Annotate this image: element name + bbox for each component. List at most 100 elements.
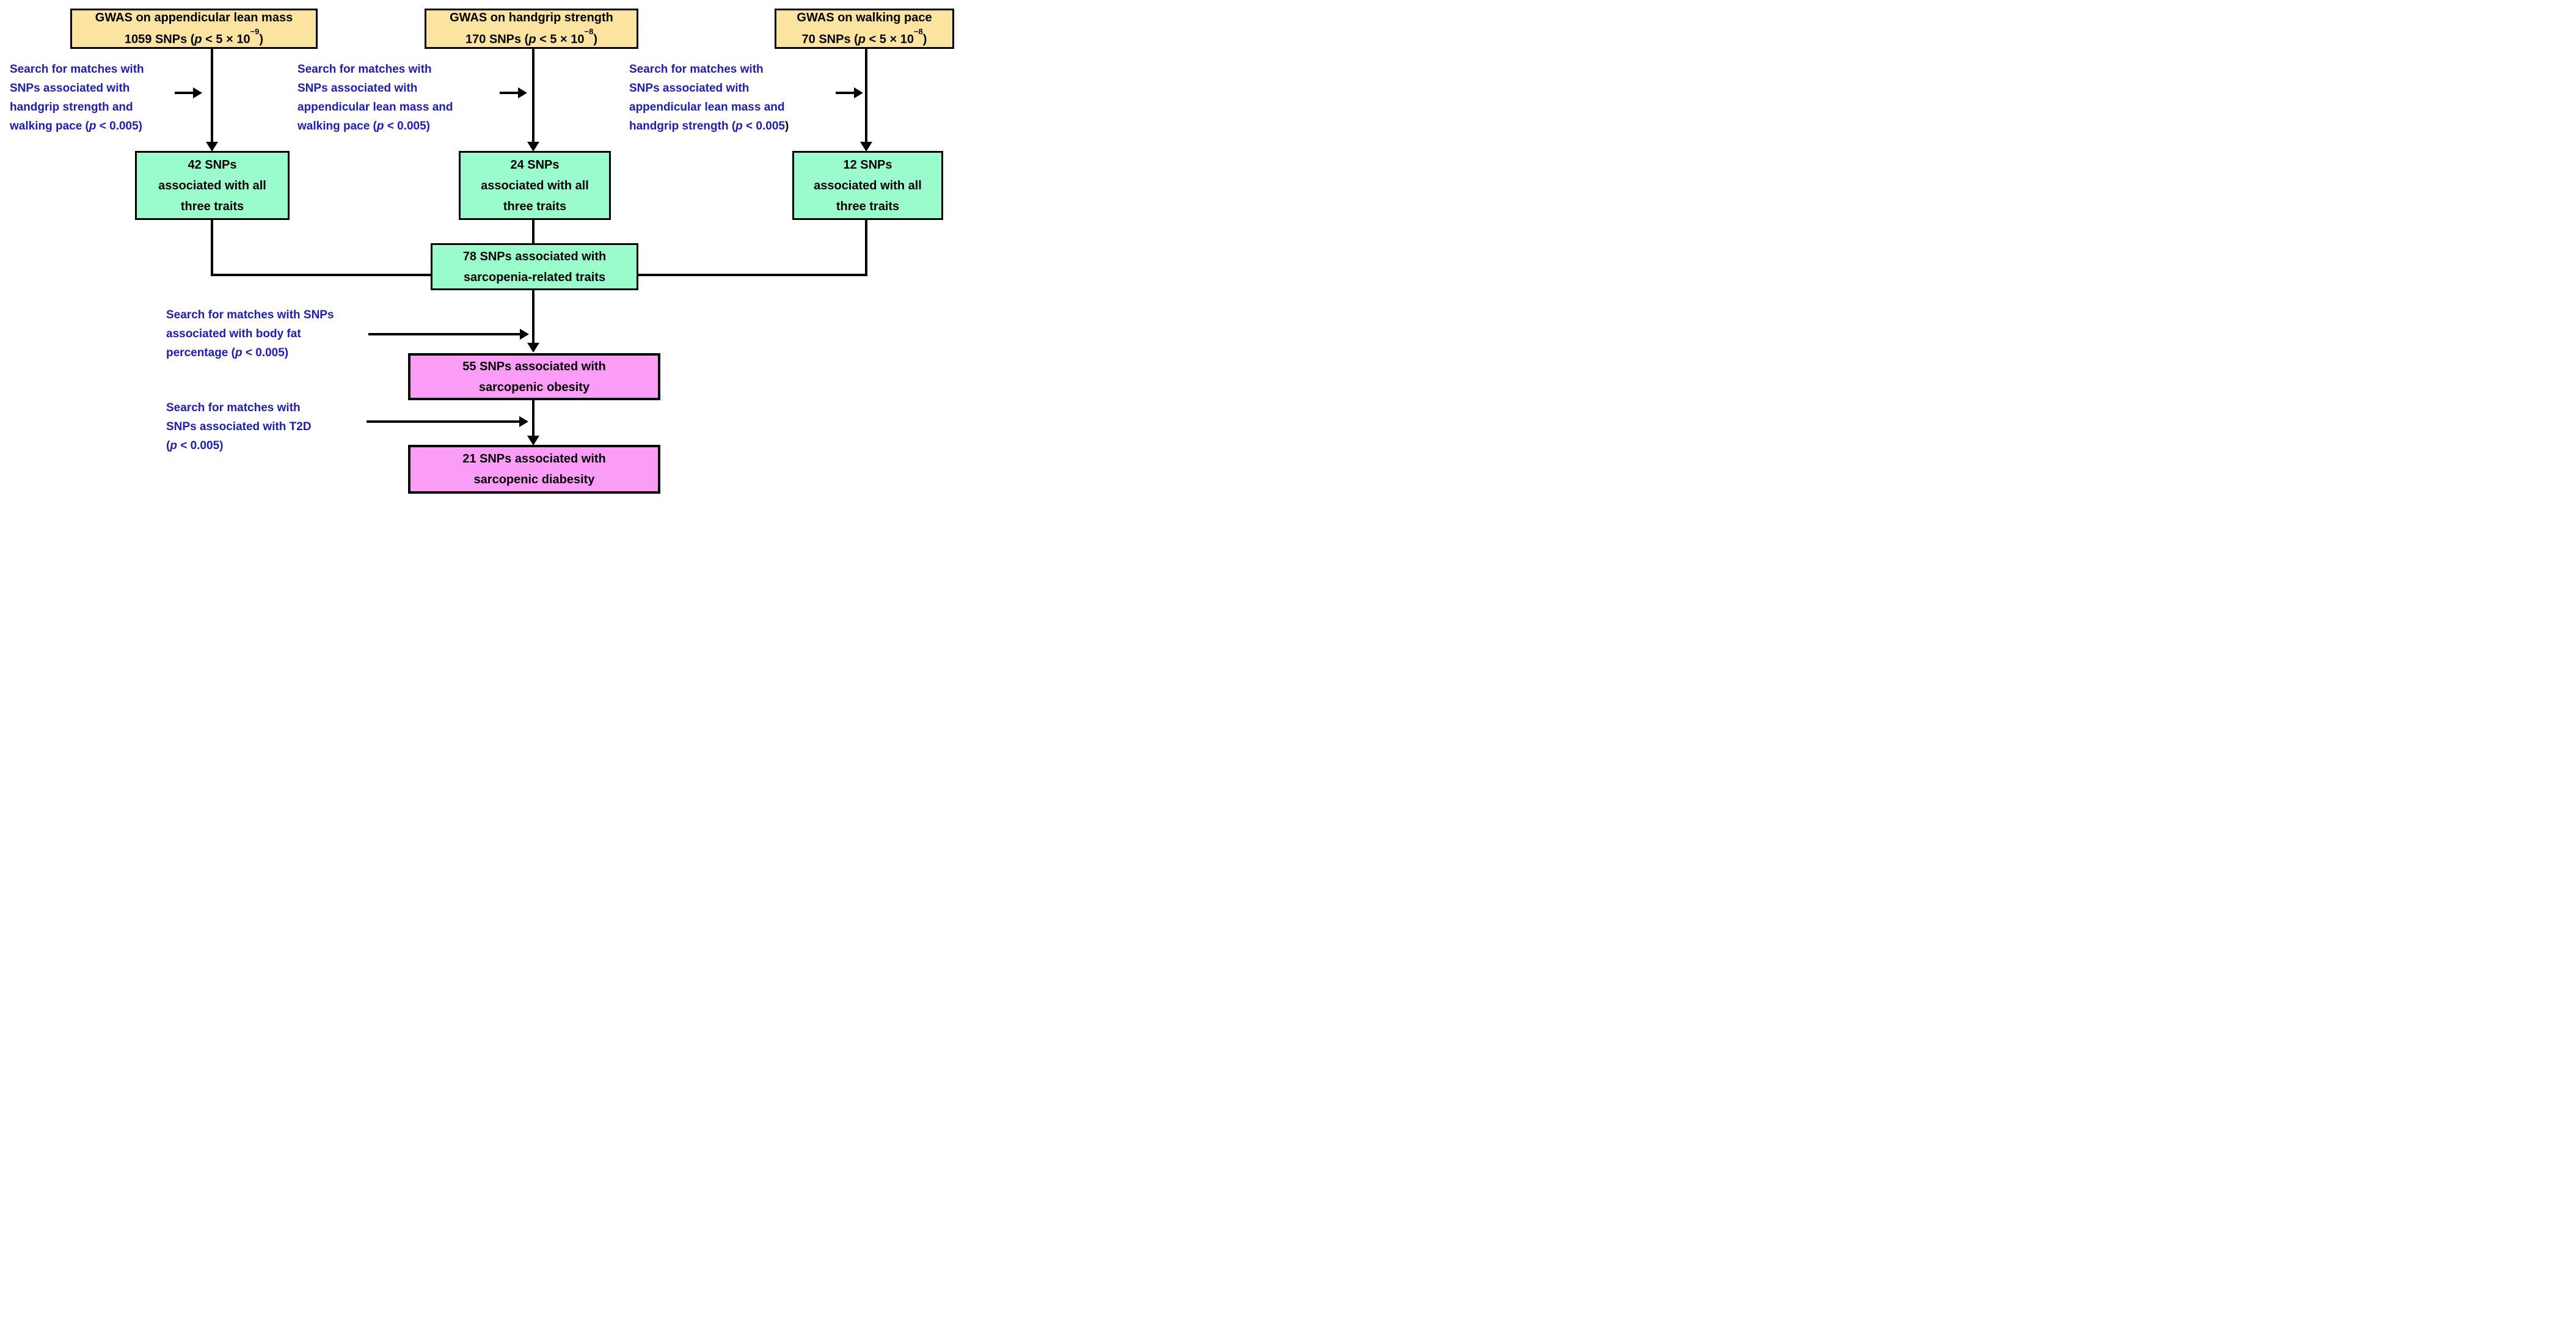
text-run: < 5 × 10	[536, 32, 585, 46]
exponent: −8	[584, 27, 594, 37]
snps-55-box: 55 SNPs associated with sarcopenic obesi…	[408, 353, 660, 400]
arrow-line-alm-down	[211, 49, 213, 143]
note-line: associated with body fat	[166, 328, 301, 340]
snps-12-box: 12 SNPs associated with all three traits	[792, 151, 943, 220]
gwas-walking-pace-box: GWAS on walking pace 70 SNPs (p < 5 × 10…	[775, 9, 954, 49]
p-symbol: p	[235, 346, 243, 359]
elbow-left-vertical	[211, 220, 213, 276]
arrowhead-right-icon	[193, 87, 202, 98]
arrow-line-hgs-down	[532, 49, 535, 143]
text-run: < 5 × 10	[866, 32, 914, 46]
arrow-line-55-to-21	[532, 400, 535, 437]
snps-24-box: 24 SNPs associated with all three traits	[459, 151, 611, 220]
box-line: associated with all	[481, 178, 589, 192]
text-run: < 0.005)	[96, 120, 143, 133]
p-symbol: p	[735, 120, 743, 133]
arrowhead-down-icon	[527, 343, 539, 353]
text-run: 170 SNPs (	[465, 32, 529, 46]
text-run: < 0.005	[742, 120, 785, 133]
arrowhead-right-icon	[519, 416, 528, 427]
arrowhead-down-icon	[206, 142, 218, 152]
box-line: 55 SNPs associated with	[462, 359, 606, 373]
text-run: )	[259, 32, 264, 46]
p-symbol: p	[170, 439, 177, 452]
note-match-handgrip-walking: Search for matches with SNPs associated …	[10, 60, 144, 136]
text-run: )	[922, 32, 927, 46]
note-line: walking pace (p < 0.005)	[10, 117, 144, 136]
note-line: Search for matches with	[629, 63, 764, 76]
note-arrow-line-2	[500, 92, 518, 94]
snps-78-box: 78 SNPs associated with sarcopenia-relat…	[431, 243, 638, 290]
box-line: 42 SNPs	[188, 158, 237, 172]
box-line: sarcopenic diabesity	[473, 473, 595, 486]
gwas-wp-title: GWAS on walking pace	[797, 11, 932, 25]
gwas-handgrip-strength-box: GWAS on handgrip strength 170 SNPs (p < …	[425, 9, 638, 49]
note-match-alm-walking: Search for matches with SNPs associated …	[297, 60, 453, 136]
p-symbol: p	[528, 32, 536, 46]
note-arrow-line-t2d	[367, 420, 519, 423]
box-line: three traits	[503, 199, 567, 213]
note-arrow-line-body-fat	[368, 333, 520, 335]
text-run: (	[166, 439, 170, 452]
note-line: SNPs associated with	[297, 82, 418, 95]
box-line: associated with all	[158, 178, 266, 192]
text-run: walking pace (	[297, 120, 377, 133]
flowchart-canvas: GWAS on appendicular lean mass 1059 SNPs…	[0, 0, 958, 499]
arrowhead-down-icon	[527, 436, 539, 445]
arrowhead-down-icon	[860, 142, 872, 152]
arrowhead-right-icon	[520, 329, 529, 340]
box-line: 24 SNPs	[510, 158, 560, 172]
gwas-hgs-title: GWAS on handgrip strength	[450, 11, 613, 25]
gwas-wp-snp-count: 70 SNPs (p < 5 × 10−8)	[802, 27, 927, 49]
text-run: )	[784, 120, 789, 133]
p-symbol: p	[194, 32, 202, 46]
exponent: −8	[913, 27, 923, 37]
text-run: percentage (	[166, 346, 235, 359]
note-line: walking pace (p < 0.005)	[297, 117, 453, 136]
snps-21-box: 21 SNPs associated with sarcopenic diabe…	[408, 445, 660, 494]
box-line: three traits	[836, 199, 900, 213]
arrowhead-right-icon	[854, 87, 863, 98]
note-line: SNPs associated with	[10, 82, 130, 95]
note-arrow-line-3	[836, 92, 854, 94]
gwas-alm-title: GWAS on appendicular lean mass	[95, 11, 293, 25]
box-line: associated with all	[814, 178, 922, 192]
elbow-right-vertical	[865, 220, 867, 276]
note-line: Search for matches with	[297, 63, 432, 76]
text-run: < 5 × 10	[202, 32, 250, 46]
note-line: SNPs associated with T2D	[166, 420, 312, 433]
text-run: walking pace (	[10, 120, 89, 133]
gwas-alm-snp-count: 1059 SNPs (p < 5 × 10−9)	[125, 27, 263, 49]
text-run: < 0.005)	[177, 439, 224, 452]
note-body-fat: Search for matches with SNPs associated …	[166, 306, 334, 362]
gwas-hgs-snp-count: 170 SNPs (p < 5 × 10−8)	[465, 27, 597, 49]
text-run: 1059 SNPs (	[124, 32, 195, 46]
note-line: appendicular lean mass and	[629, 101, 785, 114]
arrow-line-78-to-55	[532, 290, 535, 344]
gwas-appendicular-lean-mass-box: GWAS on appendicular lean mass 1059 SNPs…	[70, 9, 318, 49]
note-line: Search for matches with	[166, 401, 301, 414]
elbow-left-horizontal	[211, 274, 431, 276]
text-run: 70 SNPs (	[801, 32, 858, 46]
connector-middle-vertical	[532, 220, 535, 243]
exponent: −9	[250, 27, 260, 37]
text-run: < 0.005)	[242, 346, 289, 359]
p-symbol: p	[858, 32, 866, 46]
elbow-right-horizontal	[638, 274, 867, 276]
box-line: 78 SNPs associated with	[462, 249, 607, 263]
note-line: appendicular lean mass and	[297, 101, 453, 114]
note-line: SNPs associated with	[629, 82, 750, 95]
note-line: handgrip strength and	[10, 101, 133, 114]
p-symbol: p	[376, 120, 384, 133]
snps-42-box: 42 SNPs associated with all three traits	[135, 151, 290, 220]
arrow-line-wp-down	[865, 49, 867, 143]
note-line: (p < 0.005)	[166, 436, 312, 455]
box-line: sarcopenia-related traits	[463, 270, 606, 284]
note-line: handgrip strength (p < 0.005)	[629, 117, 789, 136]
note-t2d: Search for matches with SNPs associated …	[166, 398, 312, 455]
box-line: 21 SNPs associated with	[462, 452, 606, 466]
note-line: Search for matches with SNPs	[166, 309, 334, 321]
box-line: three traits	[180, 199, 244, 213]
arrowhead-down-icon	[527, 142, 539, 152]
box-line: 12 SNPs	[843, 158, 892, 172]
